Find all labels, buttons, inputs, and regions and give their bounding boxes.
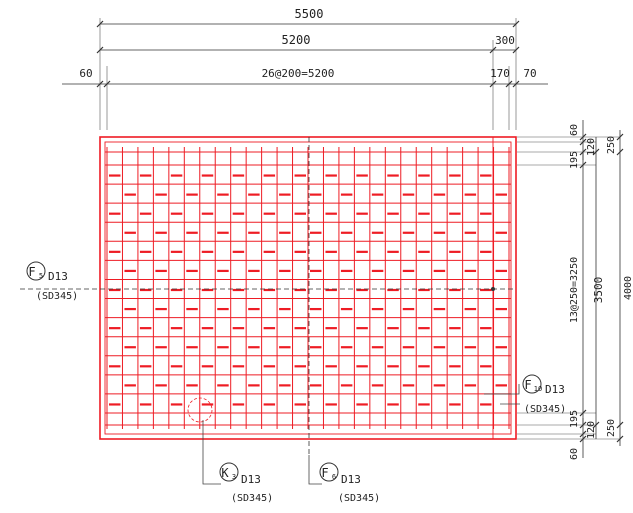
dim-right-bot-120: 120	[586, 421, 597, 439]
dim-right-top-195: 195	[569, 151, 580, 169]
dim-right-a: 170	[490, 67, 510, 80]
callout-f5-size: D13	[48, 270, 68, 283]
callout-f10-mark: F	[524, 378, 531, 392]
callout-k3-mark: K	[221, 466, 229, 480]
dim-right-b: 70	[523, 67, 536, 80]
callout-f10-size: D13	[545, 383, 565, 396]
callout-f10-grade: (SD345)	[524, 404, 566, 415]
dim-left-cover: 60	[79, 67, 92, 80]
dim-bar-spacing: 26@200=5200	[262, 67, 335, 80]
dim-right-spacing: 13@250=3250	[569, 257, 580, 323]
callout-f6-mark: F	[321, 466, 328, 480]
dim-right-top-120: 120	[586, 138, 597, 156]
rebar-callout-f10: F 10 D13 (SD345)	[484, 374, 566, 415]
callout-f10-sub: 10	[534, 385, 542, 393]
center-lines	[20, 137, 515, 455]
dim-right-top-60: 60	[569, 124, 580, 136]
top-dimensions: 5500 5200 300 60 26@200=5200 170 70	[62, 7, 548, 130]
callout-k3-grade: (SD345)	[231, 493, 273, 504]
rebar-callout-k3: K 3 D13 (SD345)	[187, 397, 273, 504]
right-dimensions: 60 120 195 250 13@250=3250 3500 4000 195…	[517, 120, 633, 460]
callout-f5-grade: (SD345)	[36, 291, 78, 302]
dim-right-bot-250: 250	[606, 419, 617, 437]
rebar-callout-f5: F 5 D13 (SD345)	[26, 261, 78, 302]
rebar-mesh	[105, 147, 511, 429]
callout-f6-sub: 6	[332, 473, 336, 481]
callout-f5-sub: 5	[39, 272, 43, 280]
rebar-callout-f6: F 6 D13 (SD345)	[308, 455, 380, 504]
dim-right-top-250: 250	[606, 136, 617, 154]
callout-f5-mark: F	[28, 265, 35, 279]
callout-k3-size: D13	[241, 473, 261, 486]
dim-right-4000: 4000	[623, 276, 633, 300]
dim-right-bot-195: 195	[569, 410, 580, 428]
callout-f6-size: D13	[341, 473, 361, 486]
dim-right-bot-60: 60	[569, 448, 580, 460]
dim-edge-width: 300	[495, 34, 515, 47]
callout-f6-grade: (SD345)	[338, 493, 380, 504]
dim-overall-width: 5500	[295, 7, 324, 21]
callout-k3-sub: 3	[232, 473, 236, 481]
dim-right-3500: 3500	[592, 277, 605, 304]
dim-span-width: 5200	[282, 33, 311, 47]
